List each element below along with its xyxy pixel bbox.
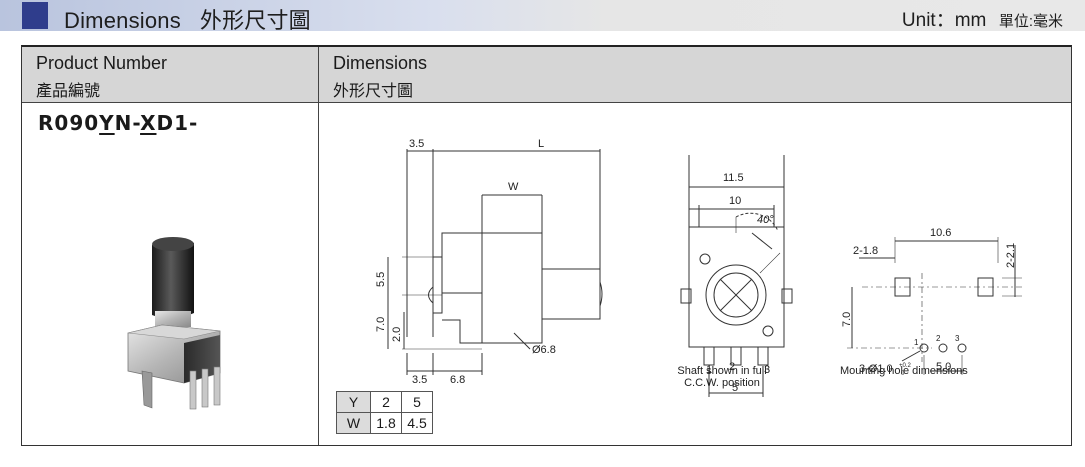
dim-2-1-8: 2-1.8 bbox=[853, 245, 878, 257]
dimension-drawings: 3.5 L W 5.5 7.0 2.0 Ø6.8 3.5 6.8 bbox=[375, 138, 1022, 397]
dim-2-2-1: 2-2.1 bbox=[1005, 243, 1017, 268]
mount-pin-2: 2 bbox=[936, 334, 941, 343]
unit-label: Unit：mm 單位:毫米 bbox=[902, 5, 1063, 32]
dim-5-0: 5.0 bbox=[936, 361, 951, 373]
pn-part-3: D1- bbox=[156, 111, 199, 135]
column-divider bbox=[318, 103, 319, 445]
col2-label-zh: 外形尺寸圖 bbox=[333, 83, 414, 100]
unit-zh: 單位:毫米 bbox=[998, 13, 1063, 30]
col1-label-zh: 產品編號 bbox=[36, 83, 101, 100]
pn-variable-y: Y bbox=[99, 111, 115, 135]
header-accent-block bbox=[22, 2, 48, 29]
mounting-hole-drawing bbox=[847, 237, 1022, 375]
col2-label-en: Dimensions bbox=[333, 53, 428, 73]
pn-part-1: R090 bbox=[38, 111, 100, 135]
mount-pin-1: 1 bbox=[914, 338, 919, 347]
mounting-caption: Mounting hole dimensions bbox=[840, 365, 968, 377]
pn-part-2: N- bbox=[114, 111, 141, 135]
dim-3-d1-0: 3-Ø1.0 bbox=[859, 363, 893, 375]
dim-3-5-top: 3.5 bbox=[409, 138, 424, 150]
mount-pin-3: 3 bbox=[955, 334, 960, 343]
tol-plus: +0.2 bbox=[899, 363, 912, 369]
dim-W: W bbox=[508, 181, 519, 193]
product-number: R090YN-XD1- bbox=[38, 111, 198, 135]
dim-L: L bbox=[538, 138, 544, 150]
section-title-zh: 外形尺寸圖 bbox=[199, 8, 311, 33]
column-header-product-number: Product Number 產品編號 bbox=[22, 47, 319, 103]
col1-label-en: Product Number bbox=[36, 53, 168, 73]
yw-label-w: W bbox=[336, 412, 371, 434]
pn-variable-x: X bbox=[140, 111, 157, 135]
section-title: Dimensions 外形尺寸圖 bbox=[64, 3, 311, 35]
yw-cell: 4.5 bbox=[401, 412, 433, 434]
front-view-caption: Shaft shown in full C.C.W. position bbox=[667, 365, 777, 389]
yw-table: Y 2 5 W 1.8 4.5 bbox=[336, 391, 433, 434]
yw-cell: 2 bbox=[370, 391, 402, 413]
tol-zero: 0 bbox=[901, 371, 905, 377]
table-row: Y 2 5 bbox=[336, 391, 433, 413]
column-header-dimensions: Dimensions 外形尺寸圖 bbox=[319, 47, 1071, 103]
yw-label-y: Y bbox=[336, 391, 371, 413]
front-view-drawing bbox=[680, 155, 793, 397]
caption-line-2: C.C.W. position bbox=[684, 377, 760, 389]
table-row: W 1.8 4.5 bbox=[336, 412, 433, 434]
side-view-drawing bbox=[387, 149, 603, 375]
dim-5-5: 5.5 bbox=[375, 272, 387, 287]
dim-10-6: 10.6 bbox=[930, 227, 951, 239]
dim-7-0: 7.0 bbox=[375, 317, 387, 332]
dim-2-0: 2.0 bbox=[391, 327, 403, 342]
dim-d6-8: Ø6.8 bbox=[532, 344, 556, 356]
section-header: Dimensions 外形尺寸圖 Unit：mm 單位:毫米 bbox=[0, 0, 1085, 33]
yw-cell: 1.8 bbox=[370, 412, 402, 434]
dimensions-table: Product Number 產品編號 Dimensions 外形尺寸圖 R09… bbox=[21, 45, 1072, 446]
dim-3-5-bottom: 3.5 bbox=[412, 374, 427, 386]
caption-line-1: Shaft shown in full bbox=[677, 365, 767, 377]
potentiometer-photo bbox=[127, 237, 221, 410]
unit-en: Unit：mm bbox=[901, 10, 987, 31]
dim-5: 5 bbox=[732, 382, 738, 394]
dim-7-0-mount: 7.0 bbox=[841, 312, 853, 327]
front-pin-3: 3 bbox=[764, 364, 770, 376]
angle-40: 40° bbox=[757, 214, 774, 226]
front-pin-2: 2 bbox=[729, 361, 735, 373]
section-title-en: Dimensions bbox=[64, 8, 181, 33]
dim-6-8: 6.8 bbox=[450, 374, 465, 386]
dim-11-5: 11.5 bbox=[723, 172, 744, 184]
yw-cell: 5 bbox=[401, 391, 433, 413]
front-pin-1: 1 bbox=[706, 364, 712, 376]
dim-10: 10 bbox=[729, 195, 741, 207]
